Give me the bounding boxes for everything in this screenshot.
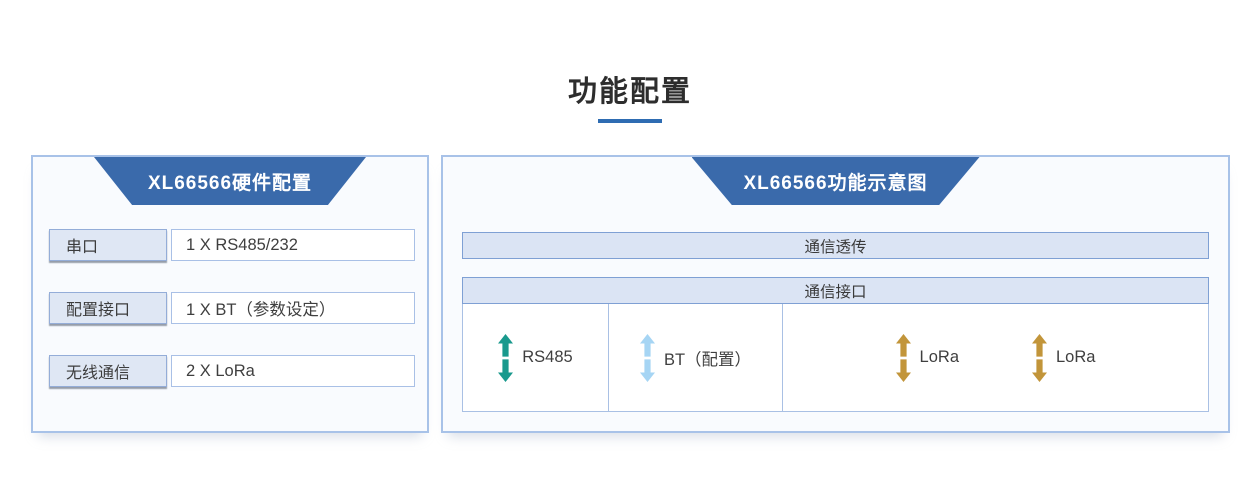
- communication-interface-bar: 通信接口: [462, 277, 1209, 304]
- page-header: 功能配置: [0, 68, 1260, 123]
- title-underline: [598, 119, 662, 123]
- function-diagram-panel: XL66566功能示意图 通信透传 通信接口 RS485: [441, 155, 1230, 433]
- function-diagram-banner: XL66566功能示意图: [691, 157, 980, 205]
- hardware-config-rows: 串口 1 X RS485/232 配置接口 1 X BT（参数设定） 无线通信 …: [49, 229, 427, 387]
- hardware-config-banner: XL66566硬件配置: [94, 157, 366, 205]
- hardware-row-label: 串口: [49, 229, 167, 261]
- hardware-config-banner-title: XL66566硬件配置: [147, 172, 313, 194]
- communication-interface-block: 通信接口 RS485 BT（配置）: [462, 277, 1209, 412]
- hardware-row-label: 配置接口: [49, 292, 167, 324]
- table-row: 串口 1 X RS485/232: [49, 229, 427, 261]
- hardware-config-panel: XL66566硬件配置 串口 1 X RS485/232 配置接口 1 X BT…: [31, 155, 429, 433]
- table-row: 无线通信 2 X LoRa: [49, 355, 427, 387]
- hardware-row-value: 2 X LoRa: [171, 355, 415, 387]
- hardware-row-value: 1 X BT（参数设定）: [171, 292, 415, 324]
- table-row: 配置接口 1 X BT（参数设定）: [49, 292, 427, 324]
- lora-double-arrow-icon: [895, 333, 911, 382]
- function-diagram-content: 通信透传 通信接口 RS485: [443, 205, 1228, 412]
- hardware-row-value: 1 X RS485/232: [171, 229, 415, 261]
- lora-group: LoRa: [1032, 333, 1096, 382]
- rs485-double-arrow-icon: [498, 333, 514, 382]
- lora-double-arrow-icon: [1032, 333, 1047, 382]
- bt-label: BT（配置）: [663, 350, 752, 369]
- rs485-cell: RS485: [463, 304, 609, 411]
- interface-table: RS485 BT（配置）: [462, 304, 1209, 412]
- lora-group: LoRa: [895, 333, 959, 382]
- hardware-row-label: 无线通信: [49, 355, 167, 387]
- bt-double-arrow-icon: [639, 333, 655, 382]
- rs485-label: RS485: [522, 348, 573, 366]
- function-diagram-banner-title: XL66566功能示意图: [743, 172, 928, 194]
- page-title: 功能配置: [567, 76, 692, 108]
- lora-label: LoRa: [919, 348, 959, 366]
- transparent-transmission-bar: 通信透传: [462, 232, 1209, 259]
- lora-cell: LoRa LoRa: [783, 304, 1208, 411]
- bt-cell: BT（配置）: [609, 304, 783, 411]
- lora-label: LoRa: [1056, 348, 1096, 366]
